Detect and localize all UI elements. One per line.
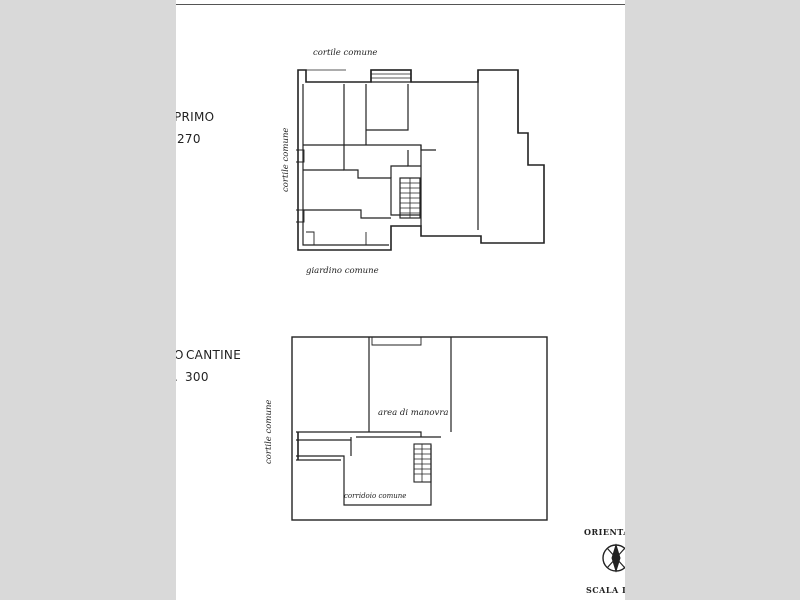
annotation-courtyard-top: cortile comune	[313, 48, 378, 58]
annotation-cellar-courtyard-left: cortile comune	[264, 399, 274, 464]
floor-cellar-title: CANTINE	[186, 348, 242, 362]
floor-cellar-height-dot: .	[176, 370, 178, 384]
annotation-cellar-corridor: corridoio comune	[344, 492, 407, 500]
floor-first-height: 270	[177, 132, 201, 146]
first-floor-stairs	[399, 177, 421, 219]
floor-first-title: PRIMO	[176, 110, 215, 124]
stamp-orientation: ORIENTA	[584, 527, 625, 537]
annotation-garden-bottom: giardino comune	[306, 266, 379, 276]
sheet-top-edge	[176, 4, 625, 5]
floor-plan-sheet: PRIMO 270 O CANTINE . 300 cortile comune…	[176, 0, 625, 600]
first-floor-plan	[296, 69, 545, 251]
cellar-plan	[291, 336, 548, 521]
floor-cellar-prefix: O	[176, 348, 184, 362]
stamp-scale: SCALA DI	[586, 585, 625, 595]
floor-cellar-height: 300	[185, 370, 209, 384]
annotation-courtyard-left: cortile comune	[281, 127, 291, 192]
cellar-stairs	[413, 443, 432, 483]
annotation-cellar-area: area di manovra	[378, 408, 449, 418]
floor-plan-drawing	[291, 69, 625, 573]
compass-icon	[602, 543, 625, 573]
